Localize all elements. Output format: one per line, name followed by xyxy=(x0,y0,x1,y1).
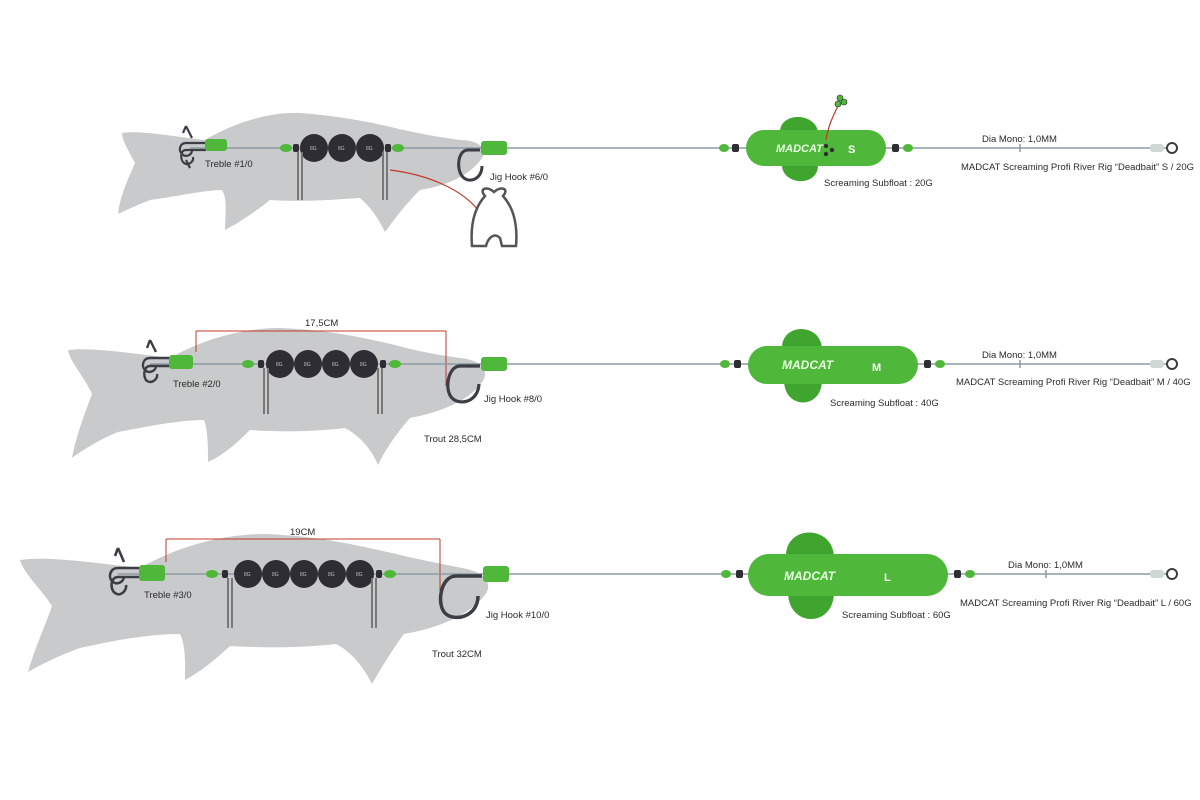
bead-label: 8G xyxy=(328,572,335,578)
bead-label: 8G xyxy=(276,362,283,368)
mono-label: Dia Mono: 1,0MM xyxy=(982,350,1057,361)
crimp xyxy=(222,570,228,578)
measure-bracket xyxy=(195,330,447,386)
stop-bead xyxy=(903,144,913,152)
bait-clip-icon xyxy=(470,187,518,248)
crimp xyxy=(385,144,391,152)
bead-label: 8G xyxy=(244,572,251,578)
bait-pins xyxy=(263,368,383,414)
crimp xyxy=(732,144,739,152)
jig-label: Jig Hook #6/0 xyxy=(490,172,548,183)
bead-label: 8G xyxy=(356,572,363,578)
stop-bead xyxy=(721,570,731,578)
treble-sleeve xyxy=(169,355,193,369)
subfloat: MADCAT M xyxy=(748,329,918,403)
swivel-icon xyxy=(1150,358,1178,370)
fish-silhouette xyxy=(20,534,489,684)
bead-label: 8G xyxy=(272,572,279,578)
float-size: L xyxy=(884,572,891,584)
treble-label: Treble #2/0 xyxy=(173,379,221,390)
rig-l: 19CM Treble #3/0 8G 8G 8G 8G 8G xyxy=(20,527,1192,684)
float-label: Screaming Subfloat : 20G xyxy=(824,178,933,189)
jig-hook xyxy=(446,364,481,404)
stop-bead xyxy=(280,144,292,152)
float-label: Screaming Subfloat : 40G xyxy=(830,398,939,409)
stop-bead xyxy=(965,570,975,578)
crimp xyxy=(293,144,299,152)
lead-beads: 8G 8G 8G 8G 8G xyxy=(234,560,374,588)
jig-sleeve xyxy=(481,141,507,155)
fish-silhouette xyxy=(118,112,484,232)
rig-label: MADCAT Screaming Profi River Rig “Deadba… xyxy=(956,377,1191,388)
jig-label: Jig Hook #8/0 xyxy=(484,394,542,405)
crimp xyxy=(380,360,386,368)
bait-pins xyxy=(297,152,388,200)
trout-label: Trout 32CM xyxy=(432,649,482,660)
bait-pins xyxy=(227,578,377,628)
stop-bead xyxy=(392,144,404,152)
crimp xyxy=(892,144,899,152)
crimp xyxy=(954,570,961,578)
stop-bead xyxy=(389,360,401,368)
swivel-icon xyxy=(1150,142,1178,154)
treble-sleeve xyxy=(205,139,227,151)
crimp xyxy=(258,360,264,368)
rattle-line xyxy=(825,105,839,141)
rig-label: MADCAT Screaming Profi River Rig “Deadba… xyxy=(961,162,1194,173)
stop-bead xyxy=(206,570,218,578)
bead-label: 8G xyxy=(366,146,373,152)
subfloat: MADCAT S xyxy=(746,117,886,182)
trout-label: Trout 28,5CM xyxy=(424,434,482,445)
mono-label: Dia Mono: 1,0MM xyxy=(982,134,1057,145)
treble-sleeve xyxy=(139,565,165,581)
bead-label: 8G xyxy=(338,146,345,152)
float-logo: MADCAT xyxy=(784,569,837,583)
stop-bead xyxy=(719,144,729,152)
bead-label: 8G xyxy=(332,362,339,368)
float-logo: MADCAT xyxy=(782,358,835,372)
stop-bead xyxy=(720,360,730,368)
treble-hook xyxy=(108,547,140,596)
stop-bead xyxy=(935,360,945,368)
jig-sleeve xyxy=(483,566,509,582)
lead-beads: 8G 8G 8G xyxy=(300,134,384,162)
treble-hook xyxy=(141,339,170,384)
pointer-line xyxy=(389,169,479,211)
bead-label: 8G xyxy=(300,572,307,578)
float-logo: MADCAT xyxy=(776,143,824,155)
bead-label: 8G xyxy=(360,362,367,368)
lead-beads: 8G 8G 8G 8G xyxy=(266,350,378,378)
jig-hook xyxy=(457,148,484,182)
treble-hook xyxy=(178,125,206,169)
mono-label: Dia Mono: 1,0MM xyxy=(1008,560,1083,571)
float-size: S xyxy=(848,144,855,156)
bead-label: 8G xyxy=(310,146,317,152)
crimp xyxy=(734,360,741,368)
treble-label: Treble #3/0 xyxy=(144,590,192,601)
float-label: Screaming Subfloat : 60G xyxy=(842,610,951,621)
fish-silhouette xyxy=(68,328,486,465)
subfloat: MADCAT L xyxy=(748,532,948,619)
measure-bracket xyxy=(165,538,441,596)
rig-label: MADCAT Screaming Profi River Rig “Deadba… xyxy=(960,598,1192,609)
jig-sleeve xyxy=(481,357,507,371)
rig-m: 17,5CM Treble #2/0 8G 8G 8G 8G xyxy=(68,318,1191,465)
stop-bead xyxy=(384,570,396,578)
stop-bead xyxy=(242,360,254,368)
jig-label: Jig Hook #10/0 xyxy=(486,610,549,621)
treble-label: Treble #1/0 xyxy=(205,159,253,170)
rattle-icon xyxy=(834,94,848,108)
crimp xyxy=(924,360,931,368)
measure-label: 19CM xyxy=(290,527,315,538)
rig-s: Treble #1/0 8G 8G 8G Jig Hook #6/0 xyxy=(118,94,1194,248)
bead-label: 8G xyxy=(304,362,311,368)
measure-label: 17,5CM xyxy=(305,318,338,329)
float-size: M xyxy=(872,362,881,374)
crimp xyxy=(376,570,382,578)
jig-hook xyxy=(438,574,482,620)
crimp xyxy=(736,570,743,578)
swivel-icon xyxy=(1150,568,1178,580)
